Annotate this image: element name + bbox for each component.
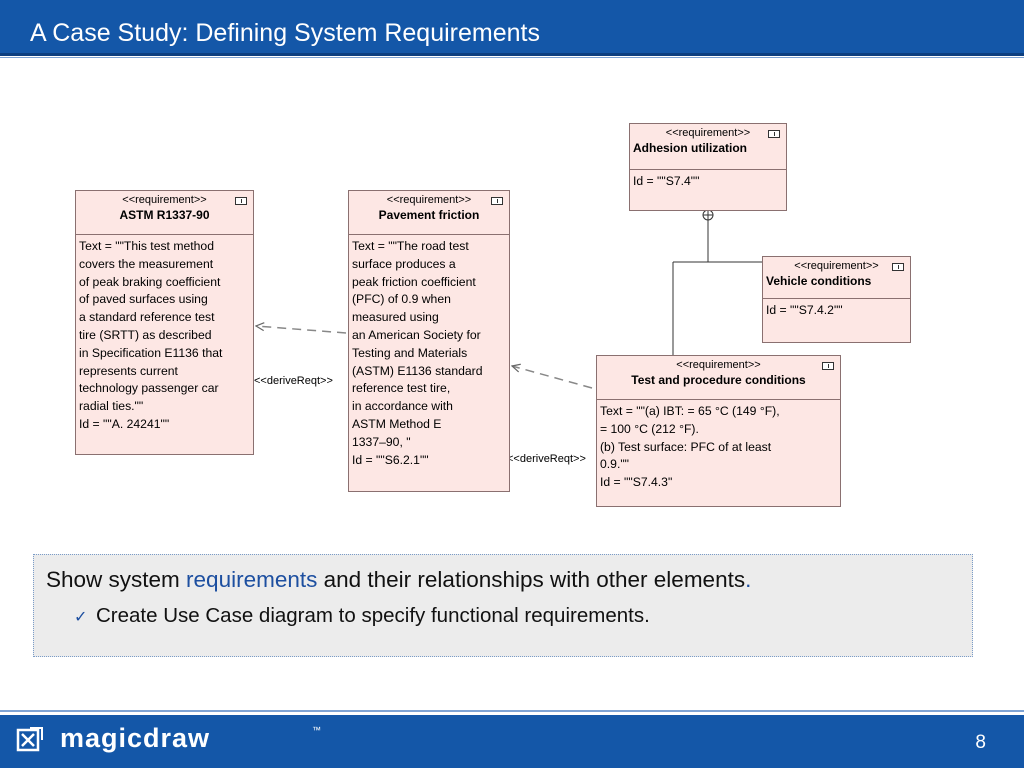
requirement-text: Text = ""The road test surface produces … (352, 239, 483, 467)
footer-bar: magicdraw ™ 8 (0, 715, 1024, 768)
requirement-header: <<requirement>> Adhesion utilization (630, 124, 786, 170)
notes-main-highlight: requirements (186, 567, 318, 592)
derive-label-test-pavement: <<deriveReqt>> (507, 453, 586, 465)
notes-main-text: Show system requirements and their relat… (46, 567, 751, 593)
requirement-stereotype: <<requirement>> (386, 194, 472, 206)
notes-bullet-text: Create Use Case diagram to specify funct… (96, 604, 650, 627)
requirement-icon (235, 197, 247, 205)
requirement-text: Text = ""(a) IBT: = 65 °C (149 °F), = 10… (600, 404, 780, 490)
title-divider (0, 57, 1024, 58)
requirement-astm-r1337-90[interactable]: <<requirement>> ASTM R1337-90 Text = ""T… (75, 190, 254, 455)
requirement-name: Pavement friction (378, 208, 480, 222)
derive-label-pavement-astm: <<deriveReqt>> (254, 375, 333, 387)
requirement-name: Vehicle conditions (766, 274, 872, 288)
notes-bullet: ✓ Create Use Case diagram to specify func… (74, 604, 650, 628)
requirement-header: <<requirement>> Pavement friction (349, 191, 509, 235)
footer-divider (0, 710, 1024, 712)
requirement-stereotype: <<requirement>> (676, 359, 761, 371)
requirement-stereotype: <<requirement>> (122, 194, 207, 206)
requirement-text: Text = ""This test method covers the mea… (79, 239, 223, 431)
requirement-header: <<requirement>> Test and procedure condi… (597, 356, 840, 400)
requirement-icon (768, 130, 780, 138)
notes-main-suffix: and their relationships with other eleme… (317, 567, 746, 592)
notes-main-prefix: Show system (46, 567, 187, 592)
magicdraw-logo-icon (16, 727, 43, 752)
notes-main-period: . (745, 567, 752, 592)
slide-title: A Case Study: Defining System Requiremen… (30, 19, 540, 47)
requirement-adhesion-utilization[interactable]: <<requirement>> Adhesion utilization Id … (629, 123, 787, 211)
derive-connector-pavement-astm (256, 326, 347, 334)
requirement-stereotype: <<requirement>> (794, 260, 879, 272)
notes-panel: Show system requirements and their relat… (33, 554, 973, 657)
requirement-icon (892, 263, 904, 271)
requirement-stereotype: <<requirement>> (665, 127, 751, 139)
brand-trademark: ™ (312, 725, 321, 735)
requirement-text: Id = ""S7.4"" (633, 174, 700, 188)
brand-wordmark: magicdraw (60, 723, 211, 753)
requirement-text: Id = ""S7.4.2"" (766, 303, 843, 317)
checkmark-icon: ✓ (74, 607, 88, 626)
requirement-icon (491, 197, 503, 205)
requirement-name: Test and procedure conditions (631, 373, 806, 387)
requirement-header: <<requirement>> ASTM R1337-90 (76, 191, 253, 235)
requirement-vehicle-conditions[interactable]: <<requirement>> Vehicle conditions Id = … (762, 256, 911, 343)
requirement-name: ASTM R1337-90 (119, 208, 210, 222)
requirement-diagram-connectors (0, 209, 762, 389)
requirement-test-procedure-conditions[interactable]: <<requirement>> Test and procedure condi… (596, 355, 841, 507)
requirement-pavement-friction[interactable]: <<requirement>> Pavement friction Text =… (348, 190, 510, 492)
requirement-icon (822, 362, 834, 370)
derive-connector-test-pavement (512, 366, 593, 389)
requirement-name: Adhesion utilization (633, 141, 747, 155)
page-number: 8 (975, 732, 986, 753)
title-bar: A Case Study: Defining System Requiremen… (0, 0, 1024, 56)
requirement-header: <<requirement>> Vehicle conditions (763, 257, 910, 299)
